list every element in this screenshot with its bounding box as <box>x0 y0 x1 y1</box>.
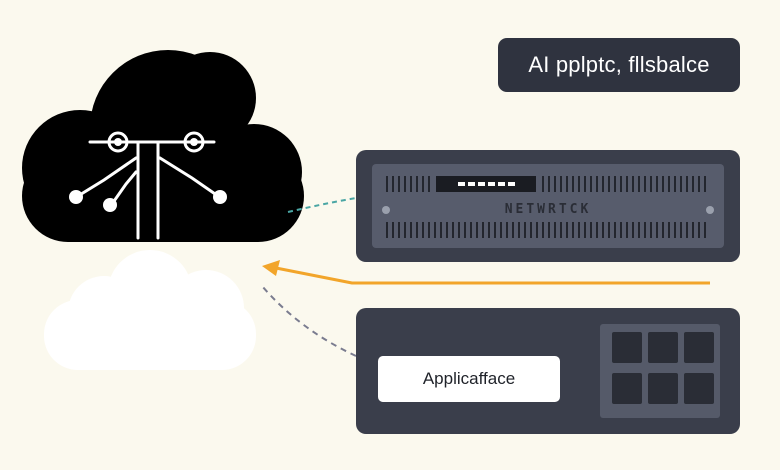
dashed-link-server <box>261 285 357 357</box>
application-label-box: Applicafface <box>378 356 560 402</box>
circuit-icon <box>76 131 220 240</box>
title-badge: AI pplptc, fllsbalce <box>498 38 740 92</box>
server-slot <box>648 332 678 363</box>
server-slot <box>612 373 642 404</box>
server-slot-panel <box>600 324 720 418</box>
vent-bottom <box>386 222 710 238</box>
server-slot <box>612 332 642 363</box>
network-device-face: NETWRTCK <box>372 164 724 248</box>
server-slot <box>684 373 714 404</box>
status-display <box>436 176 536 192</box>
vent-top-right <box>542 176 710 192</box>
screw-left <box>382 206 390 214</box>
data-flow-arrow <box>262 260 710 285</box>
network-device: NETWRTCK <box>356 150 740 262</box>
screw-right <box>706 206 714 214</box>
white-cloud-icon <box>44 250 256 370</box>
vent-top-left <box>386 176 432 192</box>
ai-cloud-icon <box>22 50 304 242</box>
circuit-nodes <box>69 138 227 212</box>
server-slot <box>648 373 678 404</box>
network-device-label: NETWRTCK <box>504 202 592 217</box>
application-server: Applicafface <box>356 308 740 434</box>
server-slot <box>684 332 714 363</box>
